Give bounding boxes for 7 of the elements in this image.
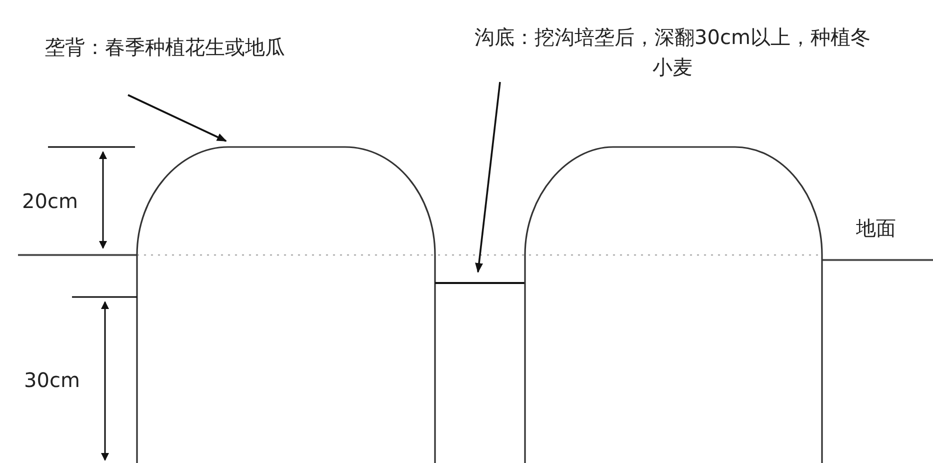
leader-line: [475, 82, 501, 273]
callout-text: 垄背：春季种植花生或地瓜: [45, 32, 285, 62]
leader-line: [128, 94, 227, 142]
dimension-label: 20cm: [22, 188, 78, 215]
ground-label: 地面: [856, 215, 896, 242]
callout-text: 沟底：挖沟培垄后，深翻30cm以上，种植冬小麦: [470, 22, 875, 82]
dimension-label: 30cm: [24, 367, 80, 394]
